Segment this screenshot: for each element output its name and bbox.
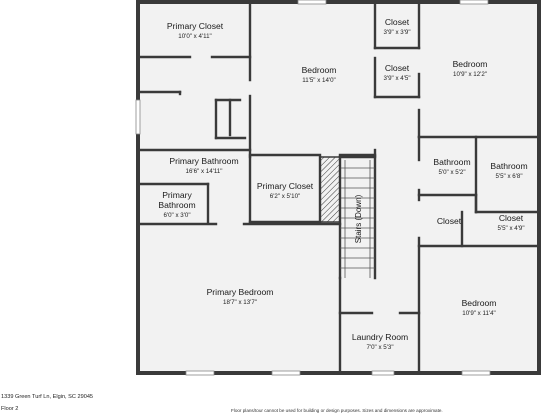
- room-bedroom-center-name: Bedroom: [302, 65, 337, 75]
- room-closet-mid-small-dims: 3'9" x 4'5": [383, 75, 410, 82]
- room-primary-closet-top-name: Primary Closet: [167, 21, 224, 31]
- room-bedroom-center-dims: 11'5" x 14'0": [302, 77, 335, 84]
- room-closet-top-small-name: Closet: [385, 17, 410, 27]
- room-bedroom-right-name: Bedroom: [453, 59, 488, 69]
- room-bathroom-small-dims: 5'0" x 5'2": [438, 169, 465, 176]
- stairs-treads: [340, 160, 375, 278]
- room-primary-bathroom-small-name-2: Bathroom: [158, 200, 195, 210]
- room-closet-right-small-name: Closet: [499, 213, 524, 223]
- address-text: 1339 Green Turf Ln, Elgin, SC 29045: [1, 394, 94, 400]
- room-closet-right-small-dims: 5'5" x 4'9": [497, 225, 524, 232]
- room-primary-bathroom-small-name-1: Primary: [162, 190, 192, 200]
- room-bathroom-right-name: Bathroom: [490, 161, 527, 171]
- room-bathroom-right-dims: 5'5" x 6'8": [495, 173, 522, 180]
- room-bedroom-right-dims: 10'9" x 12'2": [453, 71, 487, 78]
- room-primary-bathroom-small-dims: 6'0" x 3'0": [163, 212, 190, 219]
- room-laundry-dims: 7'0" x 5'3": [366, 344, 393, 351]
- room-closet-mid-small-name: Closet: [385, 63, 410, 73]
- room-primary-closet-top-dims: 10'0" x 4'11": [178, 33, 211, 40]
- disclaimer-text: Floor plans/tour cannot be used for buil…: [231, 408, 443, 413]
- room-primary-bathroom-name: Primary Bathroom: [169, 156, 238, 166]
- room-bedroom-bottom-right-name: Bedroom: [462, 298, 497, 308]
- stairs-label: Stairs (Down): [354, 194, 363, 243]
- room-primary-bedroom-name: Primary Bedroom: [207, 287, 274, 297]
- room-closet-plain-name: Closet: [437, 216, 462, 226]
- windows: [135, 0, 491, 376]
- room-primary-closet-mid-dims: 6'2" x 5'10": [270, 193, 301, 200]
- floor-label: Floor 2: [1, 406, 19, 412]
- room-closet-top-small-dims: 3'9" x 3'9": [383, 29, 410, 36]
- room-primary-bathroom-dims: 16'6" x 14'11": [186, 168, 223, 175]
- room-bedroom-bottom-right-dims: 10'9" x 11'4": [462, 310, 495, 317]
- room-laundry-name: Laundry Room: [352, 332, 408, 342]
- hatched-wall-block: [319, 156, 341, 223]
- room-primary-bedroom-dims: 18'7" x 13'7": [223, 299, 257, 306]
- room-bathroom-small-name: Bathroom: [433, 157, 470, 167]
- room-primary-closet-mid-name: Primary Closet: [257, 181, 314, 191]
